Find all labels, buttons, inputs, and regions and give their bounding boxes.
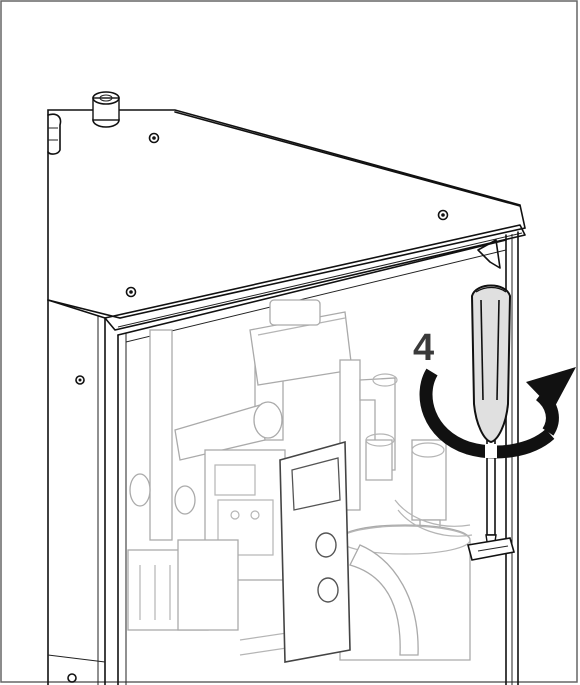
panel-knob [315, 532, 337, 558]
control-panel [279, 440, 351, 663]
unit-left-panel [47, 299, 106, 685]
top-screw [437, 209, 449, 221]
cover-latch [467, 537, 516, 561]
actuator-motor [249, 299, 353, 386]
top-screw [125, 286, 137, 298]
unit-top-panel [47, 109, 526, 331]
panel-knob [317, 577, 339, 603]
top-screw [148, 132, 160, 144]
top-connector [92, 91, 120, 128]
top-connector [47, 113, 62, 155]
rotation-arrow-icon [419, 367, 576, 459]
internal-components [127, 299, 473, 661]
step-number-label: 4 [413, 327, 434, 369]
screwdriver-icon [470, 284, 512, 549]
front-cover-frame [117, 231, 519, 685]
display-screen [291, 457, 341, 511]
